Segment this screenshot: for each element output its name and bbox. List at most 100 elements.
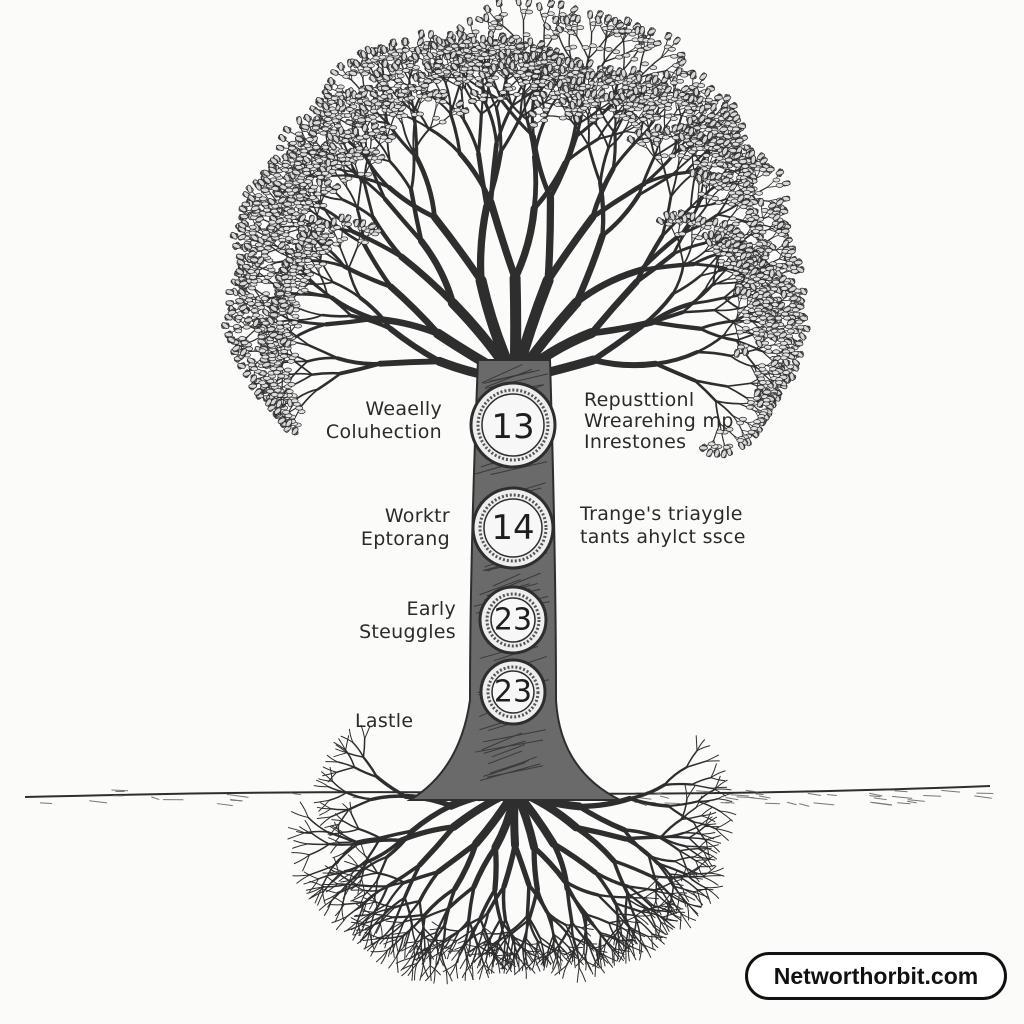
branch [693, 379, 728, 388]
root [486, 884, 506, 914]
root [695, 860, 709, 868]
root [343, 865, 359, 872]
leaf [284, 182, 293, 188]
root [435, 840, 479, 875]
root [492, 844, 499, 893]
branch [531, 154, 539, 211]
root [372, 922, 381, 938]
ground-hatch [736, 796, 755, 799]
root [476, 953, 484, 969]
root [345, 791, 374, 801]
leaf [246, 293, 255, 299]
leaf [320, 189, 329, 195]
root [655, 881, 658, 902]
leaf [416, 111, 424, 117]
leaf [293, 252, 303, 258]
root [418, 931, 438, 943]
root [321, 865, 335, 888]
leaf [400, 113, 409, 119]
root [666, 900, 669, 918]
branch [402, 124, 415, 153]
root [335, 915, 348, 931]
root [364, 854, 379, 874]
root [336, 884, 351, 894]
leaf [389, 125, 398, 130]
root [697, 848, 710, 856]
leaf [324, 111, 332, 117]
root [622, 828, 651, 858]
leaf [354, 93, 363, 99]
root [362, 889, 382, 892]
root [660, 921, 674, 930]
leaf [336, 84, 345, 90]
leaf [319, 203, 328, 208]
ground-hatch [906, 800, 917, 804]
root [316, 779, 329, 788]
root [639, 943, 643, 961]
root [647, 935, 663, 939]
root [688, 867, 701, 878]
root [318, 900, 333, 911]
leaf [512, 92, 521, 97]
root [409, 940, 420, 954]
root [687, 903, 702, 907]
leaf [285, 419, 293, 427]
leaf [364, 171, 373, 177]
leaf [260, 187, 270, 193]
root [359, 840, 366, 856]
branch [418, 237, 457, 307]
leaf [345, 107, 354, 112]
leaf [260, 296, 269, 301]
leaf [224, 331, 234, 338]
root [309, 878, 319, 892]
branch [672, 241, 706, 256]
leaf [242, 370, 252, 377]
leaf [314, 171, 322, 176]
leaf [304, 179, 312, 184]
root [368, 910, 376, 934]
leaf [268, 219, 277, 225]
root [337, 761, 356, 768]
root [673, 856, 695, 863]
ground-hatch [892, 795, 913, 799]
leaf [280, 349, 289, 354]
root [379, 922, 383, 938]
root [687, 903, 699, 915]
root [624, 891, 629, 919]
root [455, 963, 459, 979]
leaf [273, 407, 282, 415]
leaf [264, 212, 273, 217]
root [340, 832, 358, 843]
root [624, 929, 640, 933]
root [329, 831, 344, 836]
root [590, 944, 606, 950]
root [684, 845, 706, 848]
root [387, 943, 394, 957]
root [679, 912, 682, 930]
branch [290, 372, 314, 376]
leaf [265, 264, 274, 270]
root [467, 884, 476, 922]
root [696, 745, 711, 752]
root [328, 791, 348, 802]
root [433, 968, 436, 984]
leaf [295, 193, 304, 199]
branch [669, 173, 694, 198]
branch [699, 269, 726, 277]
root [380, 906, 396, 922]
root [524, 937, 527, 958]
root [431, 921, 443, 929]
branch [544, 193, 555, 284]
branch [449, 81, 462, 115]
leaf [467, 61, 476, 67]
leaf [262, 291, 271, 297]
leaf [295, 156, 304, 162]
root [323, 892, 339, 902]
leaf [284, 287, 293, 292]
root [512, 842, 532, 888]
branch [611, 138, 640, 171]
root [640, 937, 649, 952]
leaf [230, 231, 238, 240]
root [697, 847, 712, 850]
root [616, 946, 620, 962]
